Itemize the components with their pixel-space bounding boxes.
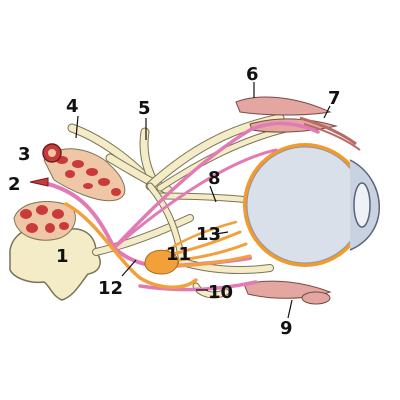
label-9: 9 (280, 318, 293, 339)
vessel-3 (42, 143, 62, 163)
label-11: 11 (166, 244, 191, 265)
structure-7 (299, 116, 361, 151)
leader-12 (121, 259, 137, 277)
gland-tissue-lower (13, 201, 76, 241)
label-2: 2 (8, 174, 21, 195)
label-12: 12 (98, 278, 123, 299)
ganglion-11 (144, 249, 179, 275)
label-8: 8 (208, 168, 221, 189)
label-7: 7 (328, 88, 341, 109)
vessel-2 (29, 177, 49, 187)
label-13: 13 (196, 224, 221, 245)
label-10: 10 (208, 282, 233, 303)
label-6: 6 (246, 64, 259, 85)
eyeball (243, 143, 380, 267)
leader-13 (215, 231, 229, 235)
leader-4 (75, 115, 79, 139)
label-3: 3 (18, 144, 31, 165)
label-5: 5 (138, 98, 151, 119)
label-1: 1 (56, 246, 69, 267)
leader-7 (323, 105, 331, 119)
number-labels: 1 2 3 4 5 6 7 8 9 10 11 12 13 (8, 64, 341, 339)
leader-lines (75, 82, 331, 319)
leader-9 (287, 299, 293, 319)
gland-tissue-upper (43, 148, 126, 202)
inferior-muscle-9 (243, 280, 332, 305)
leader-8 (209, 185, 217, 203)
label-4: 4 (66, 96, 79, 117)
